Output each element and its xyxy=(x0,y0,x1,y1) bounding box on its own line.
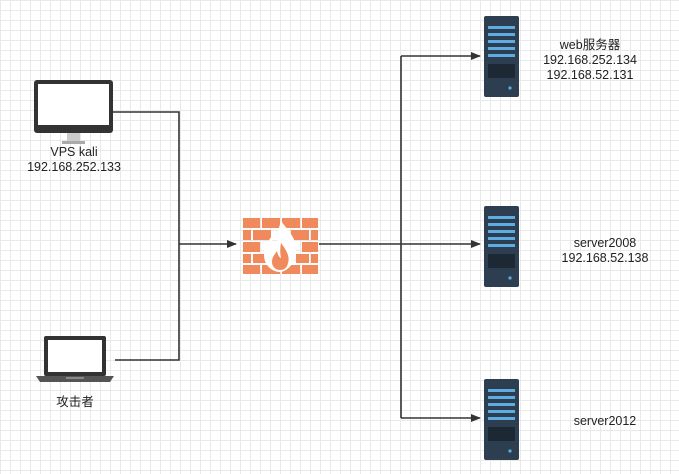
server2012-label: server2012 xyxy=(545,414,665,429)
server2012-name: server2012 xyxy=(573,414,637,428)
vps-label: VPS kali 192.168.252.133 xyxy=(14,145,134,175)
server-icon xyxy=(484,379,519,460)
web-server-ip1: 192.168.252.134 xyxy=(543,53,637,67)
server-icon xyxy=(484,206,519,287)
vps-name: VPS kali xyxy=(50,145,98,159)
edge-attacker-to-firewall xyxy=(115,244,180,361)
attacker-label: 攻击者 xyxy=(35,395,115,410)
web-server-ip2: 192.168.52.131 xyxy=(546,68,634,82)
server2008-name: server2008 xyxy=(573,236,637,250)
edge-vps-to-firewall xyxy=(113,111,180,244)
attacker-name: 攻击者 xyxy=(56,395,94,409)
connectors xyxy=(113,52,481,422)
firewall-icon xyxy=(243,218,318,274)
monitor-icon xyxy=(34,80,113,144)
web-server-name: web服务器 xyxy=(559,38,621,52)
server2008-ip: 192.168.52.138 xyxy=(561,251,649,265)
vps-ip: 192.168.252.133 xyxy=(27,160,121,174)
server2008-label: server2008 192.168.52.138 xyxy=(545,236,665,266)
server-icon xyxy=(484,16,519,97)
web-server-label: web服务器 192.168.252.134 192.168.52.131 xyxy=(530,38,650,83)
laptop-icon xyxy=(36,336,114,382)
